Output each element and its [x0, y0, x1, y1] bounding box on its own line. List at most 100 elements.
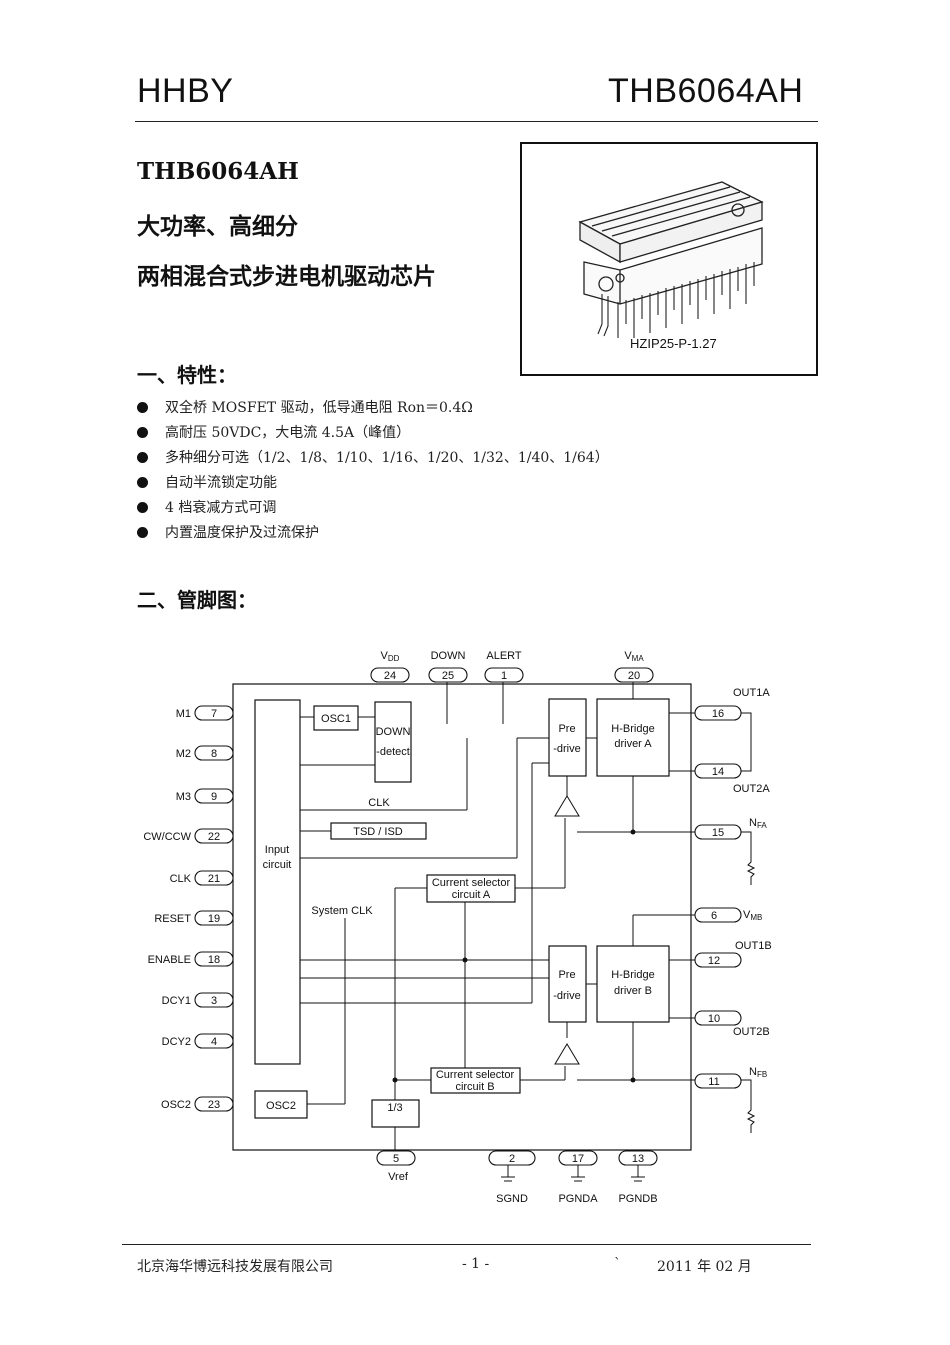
feature-item: 内置温度保护及过流保护	[137, 521, 609, 546]
block-pre-b-2: -drive	[553, 990, 581, 1002]
bottom-label-pgnda: PGNDA	[558, 1193, 598, 1205]
block-cs-a-2: circuit A	[452, 889, 491, 901]
feature-list: 双全桥 MOSFET 驱动，低导通电阻 Ron＝0.4Ω 高耐压 50VDC，大…	[137, 396, 609, 546]
pin-num-16: 16	[712, 708, 724, 720]
block-hb-b-1: H-Bridge	[611, 969, 654, 981]
pin-num-18: 18	[208, 954, 220, 966]
block-down-detect-1: DOWN	[376, 726, 411, 738]
pin-num-22: 22	[208, 831, 220, 843]
pin-num-10: 10	[708, 1013, 720, 1025]
pin-label-m1: M1	[176, 708, 191, 720]
feature-item: 4 档衰减方式可调	[137, 496, 609, 521]
pin-num-15: 15	[712, 827, 724, 839]
bottom-label-sgnd: SGND	[496, 1193, 528, 1205]
pin-num-6: 6	[711, 910, 717, 922]
bullet-icon	[137, 451, 148, 463]
feature-item: 自动半流锁定功能	[137, 471, 609, 496]
bullet-icon	[137, 401, 148, 413]
footer-divider	[122, 1244, 811, 1245]
block-osc1: OSC1	[321, 713, 351, 725]
block-cs-a-1: Current selector	[432, 877, 511, 889]
pin-num-21: 21	[208, 873, 220, 885]
header-divider	[135, 121, 818, 122]
footer-date: 2011 年 02 月	[657, 1259, 752, 1275]
feature-item: 双全桥 MOSFET 驱动，低导通电阻 Ron＝0.4Ω	[137, 396, 609, 421]
footer-mark: `	[614, 1256, 621, 1272]
pin-diagram: M1 M2 M3 CW/CCW CLK RESET ENABLE DCY1 DC…	[143, 650, 772, 1205]
block-pre-b-1: Pre	[558, 969, 575, 981]
pin-num-19: 19	[208, 913, 220, 925]
block-down-detect-2: -detect	[376, 746, 410, 758]
header-part-number: THB6064AH	[608, 72, 804, 110]
doc-subtitle-1: 大功率、高细分	[137, 213, 298, 240]
pin-label-cwccw: CW/CCW	[143, 831, 191, 843]
pin-label-m3: M3	[176, 791, 191, 803]
bullet-icon	[137, 501, 148, 513]
right-label-out1a: OUT1A	[733, 687, 770, 699]
block-cs-b-2: circuit B	[455, 1081, 494, 1093]
feature-item: 多种细分可选（1/2、1/8、1/10、1/16、1/20、1/32、1/40、…	[137, 446, 609, 471]
pin-num-3: 3	[211, 995, 217, 1007]
pin-num-24: 24	[384, 670, 396, 682]
block-hb-b-2: driver B	[614, 985, 652, 997]
block-hb-a-1: H-Bridge	[611, 723, 654, 735]
block-pre-a-2: -drive	[553, 743, 581, 755]
pin-label-dcy2: DCY2	[162, 1036, 191, 1048]
pin-num-5: 5	[393, 1153, 399, 1165]
pin-num-12: 12	[708, 955, 720, 967]
pin-num-8: 8	[211, 748, 217, 760]
feature-item: 高耐压 50VDC，大电流 4.5A（峰值）	[137, 421, 609, 446]
features-heading: 一、特性：	[137, 363, 237, 387]
package-figure: HZIP25-P-1.27	[520, 142, 818, 376]
bullet-icon	[137, 426, 148, 438]
pin-label-m2: M2	[176, 748, 191, 760]
pin-num-13: 13	[632, 1153, 644, 1165]
block-pre-a-1: Pre	[558, 723, 575, 735]
pin-num-2: 2	[509, 1153, 515, 1165]
top-label-vdd: VDD	[381, 650, 400, 663]
block-input-1: Input	[265, 844, 289, 856]
block-sysclk: System CLK	[311, 905, 373, 917]
block-hb-a-2: driver A	[614, 738, 652, 750]
right-label-nfb: NFB	[749, 1066, 767, 1079]
pin-label-osc2: OSC2	[161, 1099, 191, 1111]
bullet-icon	[137, 476, 148, 488]
pin-num-11: 11	[708, 1076, 719, 1088]
pin-num-17: 17	[572, 1153, 584, 1165]
right-label-out2a: OUT2A	[733, 783, 770, 795]
pin-num-14: 14	[712, 766, 724, 778]
bottom-label-vref: Vref	[388, 1171, 409, 1183]
pin-num-23: 23	[208, 1099, 220, 1111]
bullet-icon	[137, 526, 148, 538]
pin-num-20: 20	[628, 670, 640, 682]
doc-part-title: THB6064AH	[137, 158, 299, 185]
pin-label-enable: ENABLE	[148, 954, 191, 966]
right-label-nfa: NFA	[749, 817, 767, 830]
header-brand: HHBY	[137, 72, 234, 110]
block-input-2: circuit	[263, 859, 292, 871]
pin-num-25: 25	[442, 670, 454, 682]
chip-package-drawing	[578, 181, 764, 338]
block-osc2: OSC2	[266, 1100, 296, 1112]
pin-num-7: 7	[211, 708, 217, 720]
right-label-out1b: OUT1B	[735, 940, 772, 952]
top-label-alert: ALERT	[486, 650, 522, 662]
block-div: 1/3	[387, 1102, 402, 1114]
bottom-label-pgndb: PGNDB	[618, 1193, 657, 1205]
pinout-heading: 二、管脚图：	[137, 588, 257, 612]
pin-label-dcy1: DCY1	[162, 995, 191, 1007]
pin-num-4: 4	[211, 1036, 217, 1048]
top-label-down: DOWN	[431, 650, 466, 662]
pin-num-1: 1	[501, 670, 507, 682]
pin-num-9: 9	[211, 791, 217, 803]
package-label: HZIP25-P-1.27	[630, 336, 717, 351]
pin-label-clk: CLK	[170, 873, 192, 885]
right-label-vmb: VMB	[743, 909, 762, 922]
top-label-vma: VMA	[624, 650, 644, 663]
right-label-out2b: OUT2B	[733, 1026, 770, 1038]
pin-label-reset: RESET	[154, 913, 191, 925]
block-clk-label: CLK	[368, 797, 390, 809]
block-tsd: TSD / ISD	[353, 826, 403, 838]
footer-page-number: - 1 -	[462, 1256, 490, 1272]
doc-subtitle-2: 两相混合式步进电机驱动芯片	[137, 263, 436, 290]
